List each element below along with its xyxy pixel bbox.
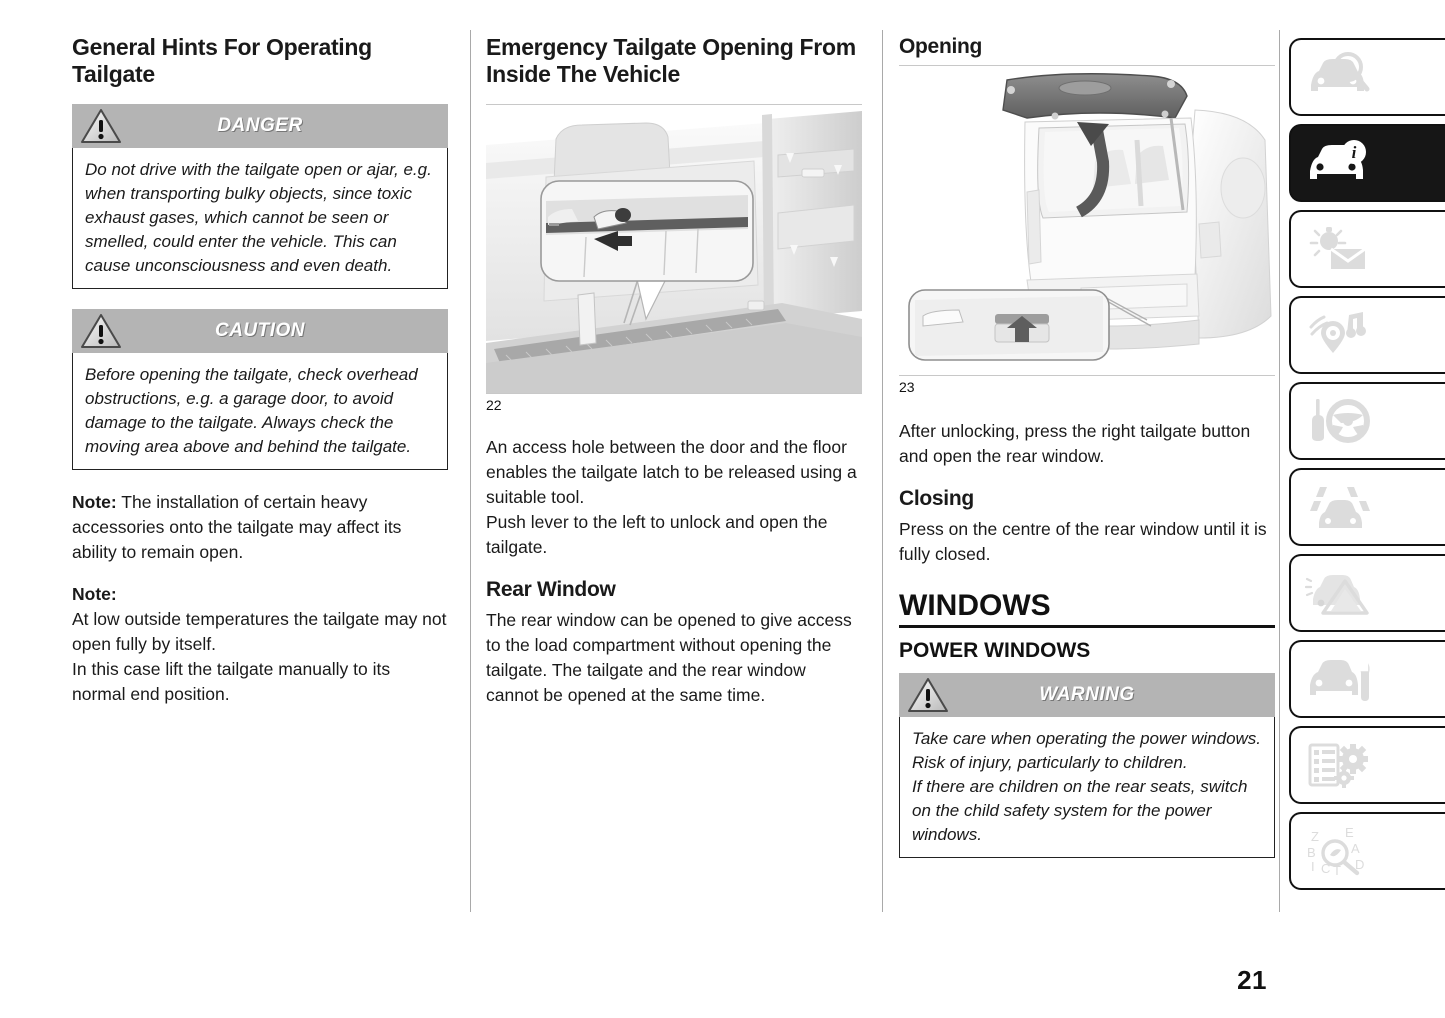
vehicle-interior-illustration <box>486 105 862 393</box>
caution-text: Before opening the tailgate, check overh… <box>85 365 418 456</box>
warning-triangle-icon <box>81 109 121 143</box>
caution-label: CAUTION <box>214 320 306 341</box>
figure-22: 22 <box>486 104 862 413</box>
column-divider-1 <box>470 30 471 912</box>
page-number: 21 <box>1237 965 1267 995</box>
rear-window-title: Rear Window <box>486 578 616 601</box>
sidebar-item-specifications[interactable] <box>1289 726 1445 804</box>
danger-label: DANGER <box>217 115 303 136</box>
svg-text:i: i <box>1352 143 1357 162</box>
page-title: General Hints For Operating Tailgate <box>72 34 372 87</box>
list-gears-icon <box>1308 743 1368 788</box>
sidebar-item-driving[interactable] <box>1289 382 1445 460</box>
car-info-icon: i <box>1310 140 1366 179</box>
danger-text: Do not drive with the tailgate open or a… <box>85 160 432 275</box>
rear-window-text: The rear window can be opened to give ac… <box>486 610 852 705</box>
windows-chapter-title: WINDOWS <box>899 589 1051 622</box>
car-magnifier-icon <box>1311 52 1370 92</box>
windows-rule <box>899 625 1275 628</box>
column-divider-3 <box>1279 30 1280 912</box>
danger-box: Do not drive with the tailgate open or a… <box>72 148 448 289</box>
sidebar-item-driver-assist[interactable] <box>1289 468 1445 546</box>
emergency-tailgate-title: Emergency Tailgate Opening From Inside T… <box>486 34 856 87</box>
svg-text:T: T <box>1333 863 1341 877</box>
note-one-label: Note: <box>72 492 117 512</box>
warning-label: WARNING <box>1039 684 1135 705</box>
danger-banner: DANGER <box>72 104 448 148</box>
svg-text:C: C <box>1321 861 1330 876</box>
rear-tailgate-illustration <box>899 66 1275 375</box>
svg-text:A: A <box>1351 841 1360 856</box>
warning-box: Take care when operating the power windo… <box>899 717 1275 858</box>
svg-text:B: B <box>1307 845 1316 860</box>
note-two-label: Note: <box>72 584 117 604</box>
access-hole-text-line-two: Push lever to the left to unlock and ope… <box>486 512 828 557</box>
figure-22-number: 22 <box>486 397 502 413</box>
note-two-line-one: At low outside temperatures the tailgate… <box>72 609 447 654</box>
svg-text:E: E <box>1345 825 1354 840</box>
caution-box: Before opening the tailgate, check overh… <box>72 353 448 470</box>
lane-car-icon <box>1310 487 1370 528</box>
access-hole-text-line-one: An access hole between the door and the … <box>486 437 857 507</box>
music-location-icon <box>1309 312 1366 353</box>
steering-wheel-icon <box>1312 399 1370 443</box>
sidebar-item-vehicle-info[interactable]: i <box>1289 124 1445 202</box>
sun-envelope-icon <box>1309 227 1366 269</box>
opening-text: After unlocking, press the right tailgat… <box>899 421 1251 466</box>
figure-23: 23 <box>899 65 1275 395</box>
note-two-line-two: In this case lift the tailgate manually … <box>72 659 391 704</box>
sidebar-item-infotainment[interactable] <box>1289 296 1445 374</box>
svg-text:Z: Z <box>1311 829 1319 844</box>
figure-23-number: 23 <box>899 379 915 395</box>
sidebar-item-climate-light[interactable] <box>1289 210 1445 288</box>
note-one: Note: The installation of certain heavy … <box>72 490 448 565</box>
closing-title: Closing <box>899 487 974 510</box>
sidebar-item-service[interactable] <box>1289 640 1445 718</box>
note-two-label-line: Note: <box>72 582 448 607</box>
column-three: Opening <box>899 34 1275 878</box>
column-two: Emergency Tailgate Opening From Inside T… <box>486 34 862 725</box>
car-wrench-icon <box>1310 660 1370 701</box>
warning-text-line-two: If there are children on the rear seats,… <box>912 777 1248 844</box>
caution-banner: CAUTION <box>72 309 448 353</box>
column-one: General Hints For Operating Tailgate DAN… <box>72 34 448 724</box>
warning-triangle-icon <box>81 314 121 348</box>
sidebar-item-breakdown[interactable] <box>1289 554 1445 632</box>
closing-text: Press on the centre of the rear window u… <box>899 519 1267 564</box>
svg-text:D: D <box>1355 857 1364 872</box>
warning-banner: WARNING <box>899 673 1275 717</box>
column-divider-2 <box>882 30 883 912</box>
warning-triangle-icon <box>908 678 948 712</box>
car-warning-icon <box>1305 575 1369 615</box>
svg-text:I: I <box>1311 859 1315 874</box>
warning-text-line-one: Take care when operating the power windo… <box>912 729 1262 772</box>
chapter-tab-rail: i <box>1289 38 1445 898</box>
sidebar-item-vehicle-search[interactable] <box>1289 38 1445 116</box>
note-one-text: The installation of certain heavy access… <box>72 492 402 562</box>
power-windows-title: POWER WINDOWS <box>899 639 1091 662</box>
opening-title: Opening <box>899 35 983 58</box>
